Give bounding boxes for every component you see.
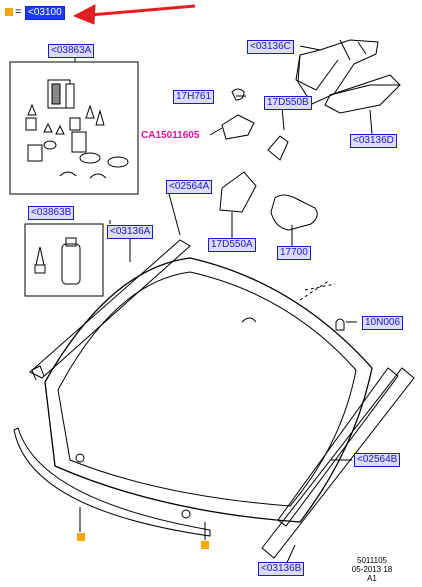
part-label-03100[interactable]: <03100: [25, 6, 65, 20]
part-label-03136b[interactable]: <03136B: [258, 562, 305, 576]
part-label-02564b[interactable]: <02564B: [354, 453, 401, 467]
doc-info: 5011105 05-2013 18 A1: [346, 556, 398, 583]
lower-seal: [13, 427, 211, 537]
marker-lower-left: [77, 533, 85, 541]
cover-17d550a: [219, 171, 257, 213]
cover-c: [297, 39, 379, 105]
part-label-ca15011605[interactable]: CA15011605: [141, 130, 200, 141]
legend-marker: [5, 8, 13, 16]
part-label-03136c[interactable]: <03136C: [247, 40, 294, 54]
part-label-03136d[interactable]: <03136D: [350, 134, 397, 148]
sensor-17h761: [231, 88, 245, 101]
bolt-10n006: [335, 318, 345, 331]
kit-b-parts: [34, 237, 81, 285]
moulding-03136b: [261, 367, 415, 559]
part-label-17d550a[interactable]: 17D550A: [208, 238, 256, 252]
part-label-10n006[interactable]: 10N006: [362, 316, 404, 330]
legend-equals: =: [15, 6, 22, 18]
part-label-03863a[interactable]: <03863A: [48, 44, 95, 58]
moulding-02564b: [277, 367, 399, 527]
part-label-02564a[interactable]: <02564A: [166, 180, 213, 194]
moulding-03136a: [29, 239, 191, 379]
doc-rev: A1: [367, 574, 377, 583]
red-arrow-icon: [72, 4, 196, 25]
doc-number: 5011105: [357, 556, 387, 565]
part-label-03136a[interactable]: <03136A: [107, 225, 154, 239]
cover-d: [324, 74, 401, 114]
part-label-17700[interactable]: 17700: [277, 246, 311, 260]
clip-17d550b: [267, 135, 289, 161]
marker-lower-right: [201, 541, 209, 549]
kit-box-a: [9, 61, 139, 195]
windscreen: [44, 257, 373, 523]
doc-date: 05-2013 18: [351, 565, 393, 574]
bracket-ca: [221, 114, 255, 140]
kit-a-parts: [25, 79, 129, 179]
part-label-17h761[interactable]: 17H761: [173, 90, 215, 104]
part-label-03863b[interactable]: <03863B: [28, 206, 75, 220]
kit-box-b: [24, 223, 104, 297]
mirror-17700: [270, 194, 318, 231]
part-label-17d550b[interactable]: 17D550B: [264, 96, 312, 110]
